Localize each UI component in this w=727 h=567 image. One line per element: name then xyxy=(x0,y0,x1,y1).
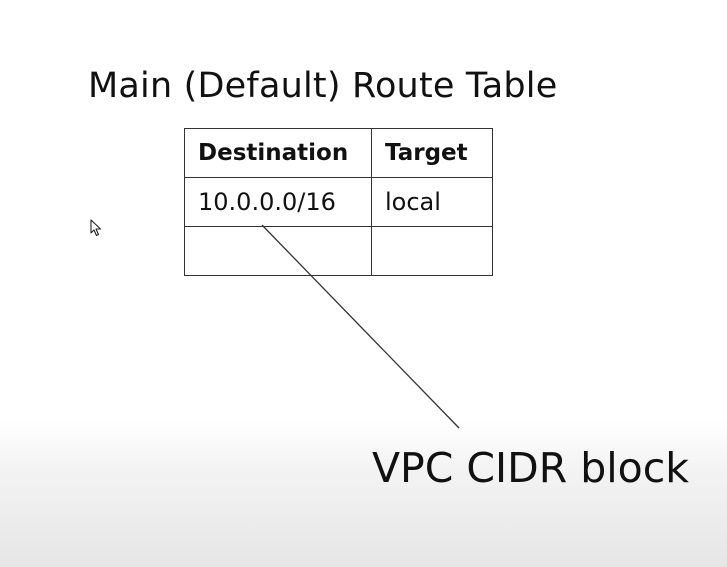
slide-title: Main (Default) Route Table xyxy=(88,66,558,106)
route-table: Destination Target 10.0.0.0/16 local xyxy=(184,128,493,276)
cell-target xyxy=(371,226,493,276)
cell-target: local xyxy=(371,177,493,227)
table-row: 10.0.0.0/16 local xyxy=(184,177,493,227)
callout-label: VPC CIDR block xyxy=(372,444,690,492)
header-target: Target xyxy=(371,128,493,178)
cell-destination: 10.0.0.0/16 xyxy=(184,177,372,227)
cell-destination xyxy=(184,226,372,276)
table-header-row: Destination Target xyxy=(184,128,493,178)
table-row xyxy=(184,226,493,276)
mouse-pointer-icon xyxy=(90,219,102,237)
header-destination: Destination xyxy=(184,128,372,178)
